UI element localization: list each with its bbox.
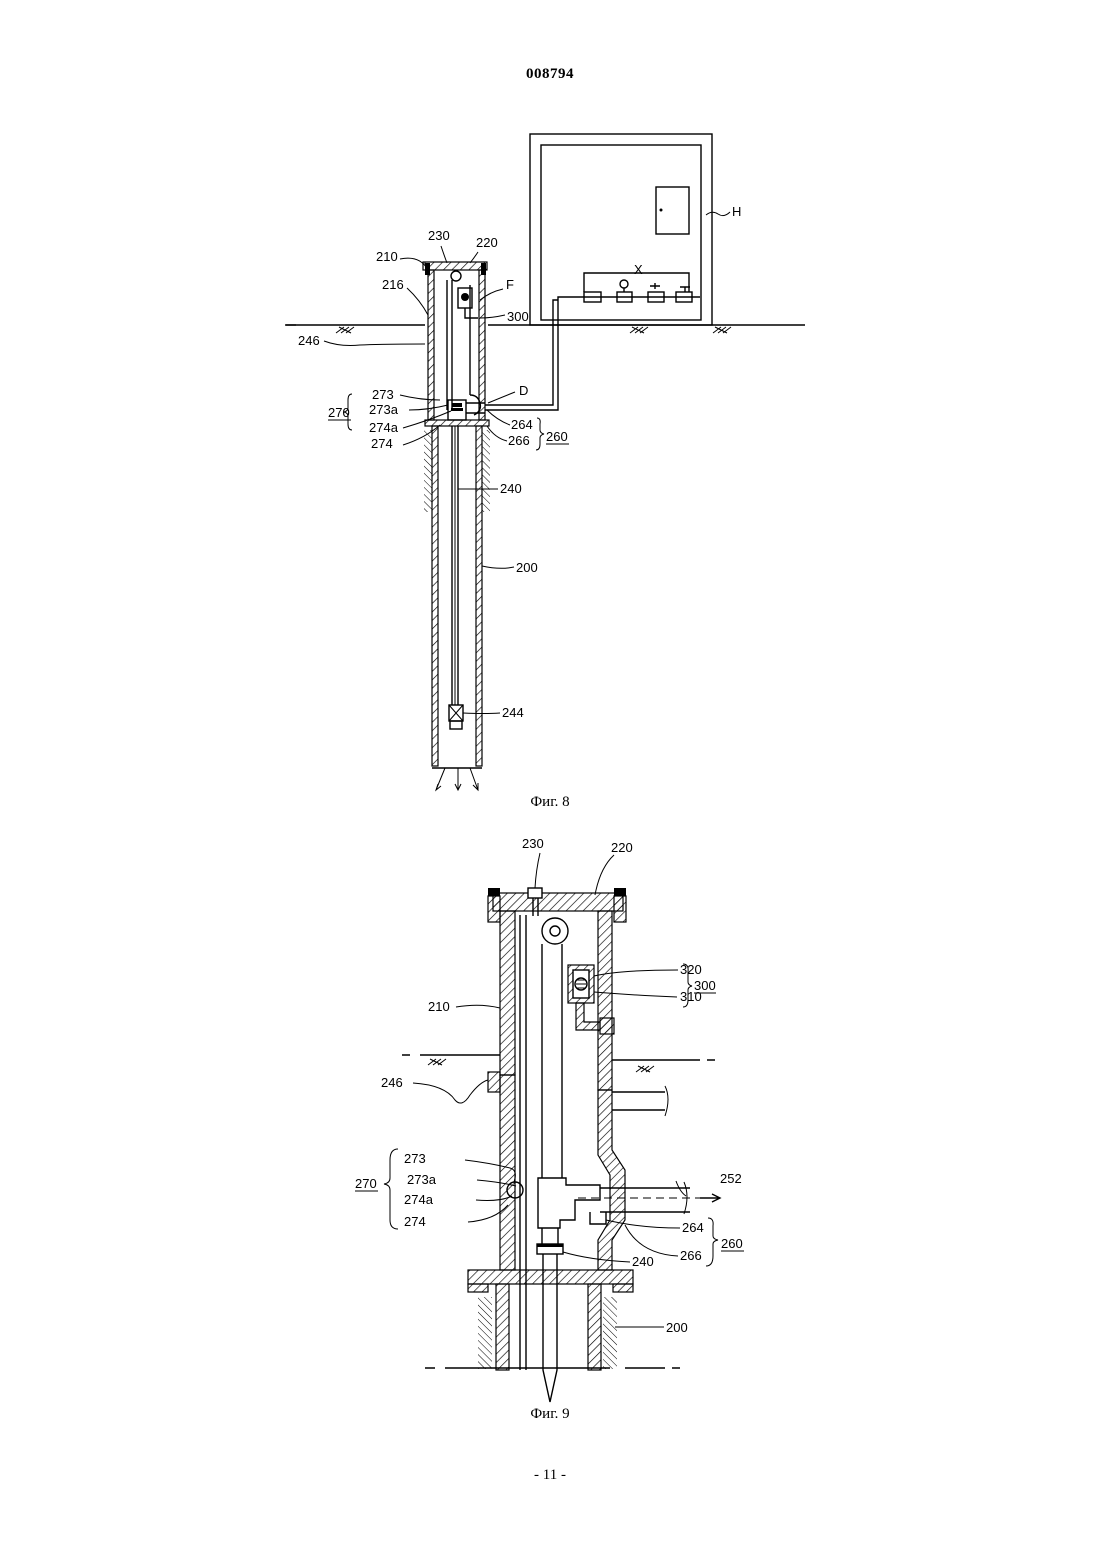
strainer-244 <box>449 705 463 729</box>
fig8-label-H: H <box>732 204 741 219</box>
fig9-label-200: 200 <box>666 1320 688 1335</box>
soil-marks <box>336 327 731 333</box>
figure-8-caption: Фиг. 8 <box>0 794 1100 811</box>
fig9-label-210: 210 <box>428 999 450 1014</box>
soil-mark-right <box>636 1066 654 1072</box>
fig8-label-270: 270 <box>328 405 350 420</box>
valve-300 <box>458 288 478 318</box>
fig9-label-274: 274 <box>404 1214 426 1229</box>
fig8-label-240: 240 <box>500 481 522 496</box>
fig8-label-300: 300 <box>507 309 529 324</box>
fig9-label-300: 300 <box>694 978 716 993</box>
fig8-label-274a: 274a <box>369 420 399 435</box>
flange <box>425 420 489 426</box>
fig9-label-273: 273 <box>404 1151 426 1166</box>
fig9-label-274a: 274a <box>404 1192 434 1207</box>
fig9-label-264: 264 <box>682 1220 704 1235</box>
fig8-label-273a: 273a <box>369 402 399 417</box>
fig8-label-216: 216 <box>382 277 404 292</box>
fig9-label-266: 266 <box>680 1248 702 1263</box>
fig8-label-200: 200 <box>516 560 538 575</box>
fig9-label-246: 246 <box>381 1075 403 1090</box>
fig8-label-244: 244 <box>502 705 524 720</box>
fig8-label-F: F <box>506 277 514 292</box>
fig8-label-246: 246 <box>298 333 320 348</box>
page-number: - 11 - <box>0 1467 1100 1484</box>
pump-rod-240 <box>452 426 458 705</box>
fig8-label-210: 210 <box>376 249 398 264</box>
fig9-label-240: 240 <box>632 1254 654 1269</box>
fig8-label-274: 274 <box>371 436 393 451</box>
pulley <box>542 918 568 944</box>
soil-left <box>424 430 432 512</box>
lower-casing-200 <box>432 426 482 768</box>
fig9-label-220: 220 <box>611 840 633 855</box>
water-system-x <box>565 273 700 302</box>
fig8-label-260: 260 <box>546 429 568 444</box>
fig9-label-320: 320 <box>680 962 702 977</box>
soil-right <box>482 430 490 512</box>
rod-240 <box>537 1228 563 1402</box>
fig9-label-260: 260 <box>721 1236 743 1251</box>
fig8-label-264: 264 <box>511 417 533 432</box>
leaders-fig9 <box>384 853 718 1327</box>
lower-casing-200 <box>478 1284 617 1370</box>
flow-arrows <box>436 768 478 790</box>
flange-260 <box>468 1270 633 1292</box>
figure-9-caption: Фиг. 9 <box>0 1406 1100 1423</box>
fig8-label-266: 266 <box>508 433 530 448</box>
fig8-label-220: 220 <box>476 235 498 250</box>
fig9-label-273a: 273a <box>407 1172 437 1187</box>
figure-8: 230 220 210 216 F 300 H X 246 273 273a 2… <box>285 134 805 790</box>
fig8-label-230: 230 <box>428 228 450 243</box>
fig8-label-X: X <box>634 262 643 277</box>
fig8-label-D: D <box>519 383 528 398</box>
soil-mark-left <box>428 1059 446 1065</box>
fig8-label-273: 273 <box>372 387 394 402</box>
fig9-label-230: 230 <box>522 836 544 851</box>
fig9-label-270: 270 <box>355 1176 377 1191</box>
fig9-label-252: 252 <box>720 1171 742 1186</box>
figure-9: 230 220 320 310 300 210 246 273 273a 274… <box>355 836 744 1402</box>
